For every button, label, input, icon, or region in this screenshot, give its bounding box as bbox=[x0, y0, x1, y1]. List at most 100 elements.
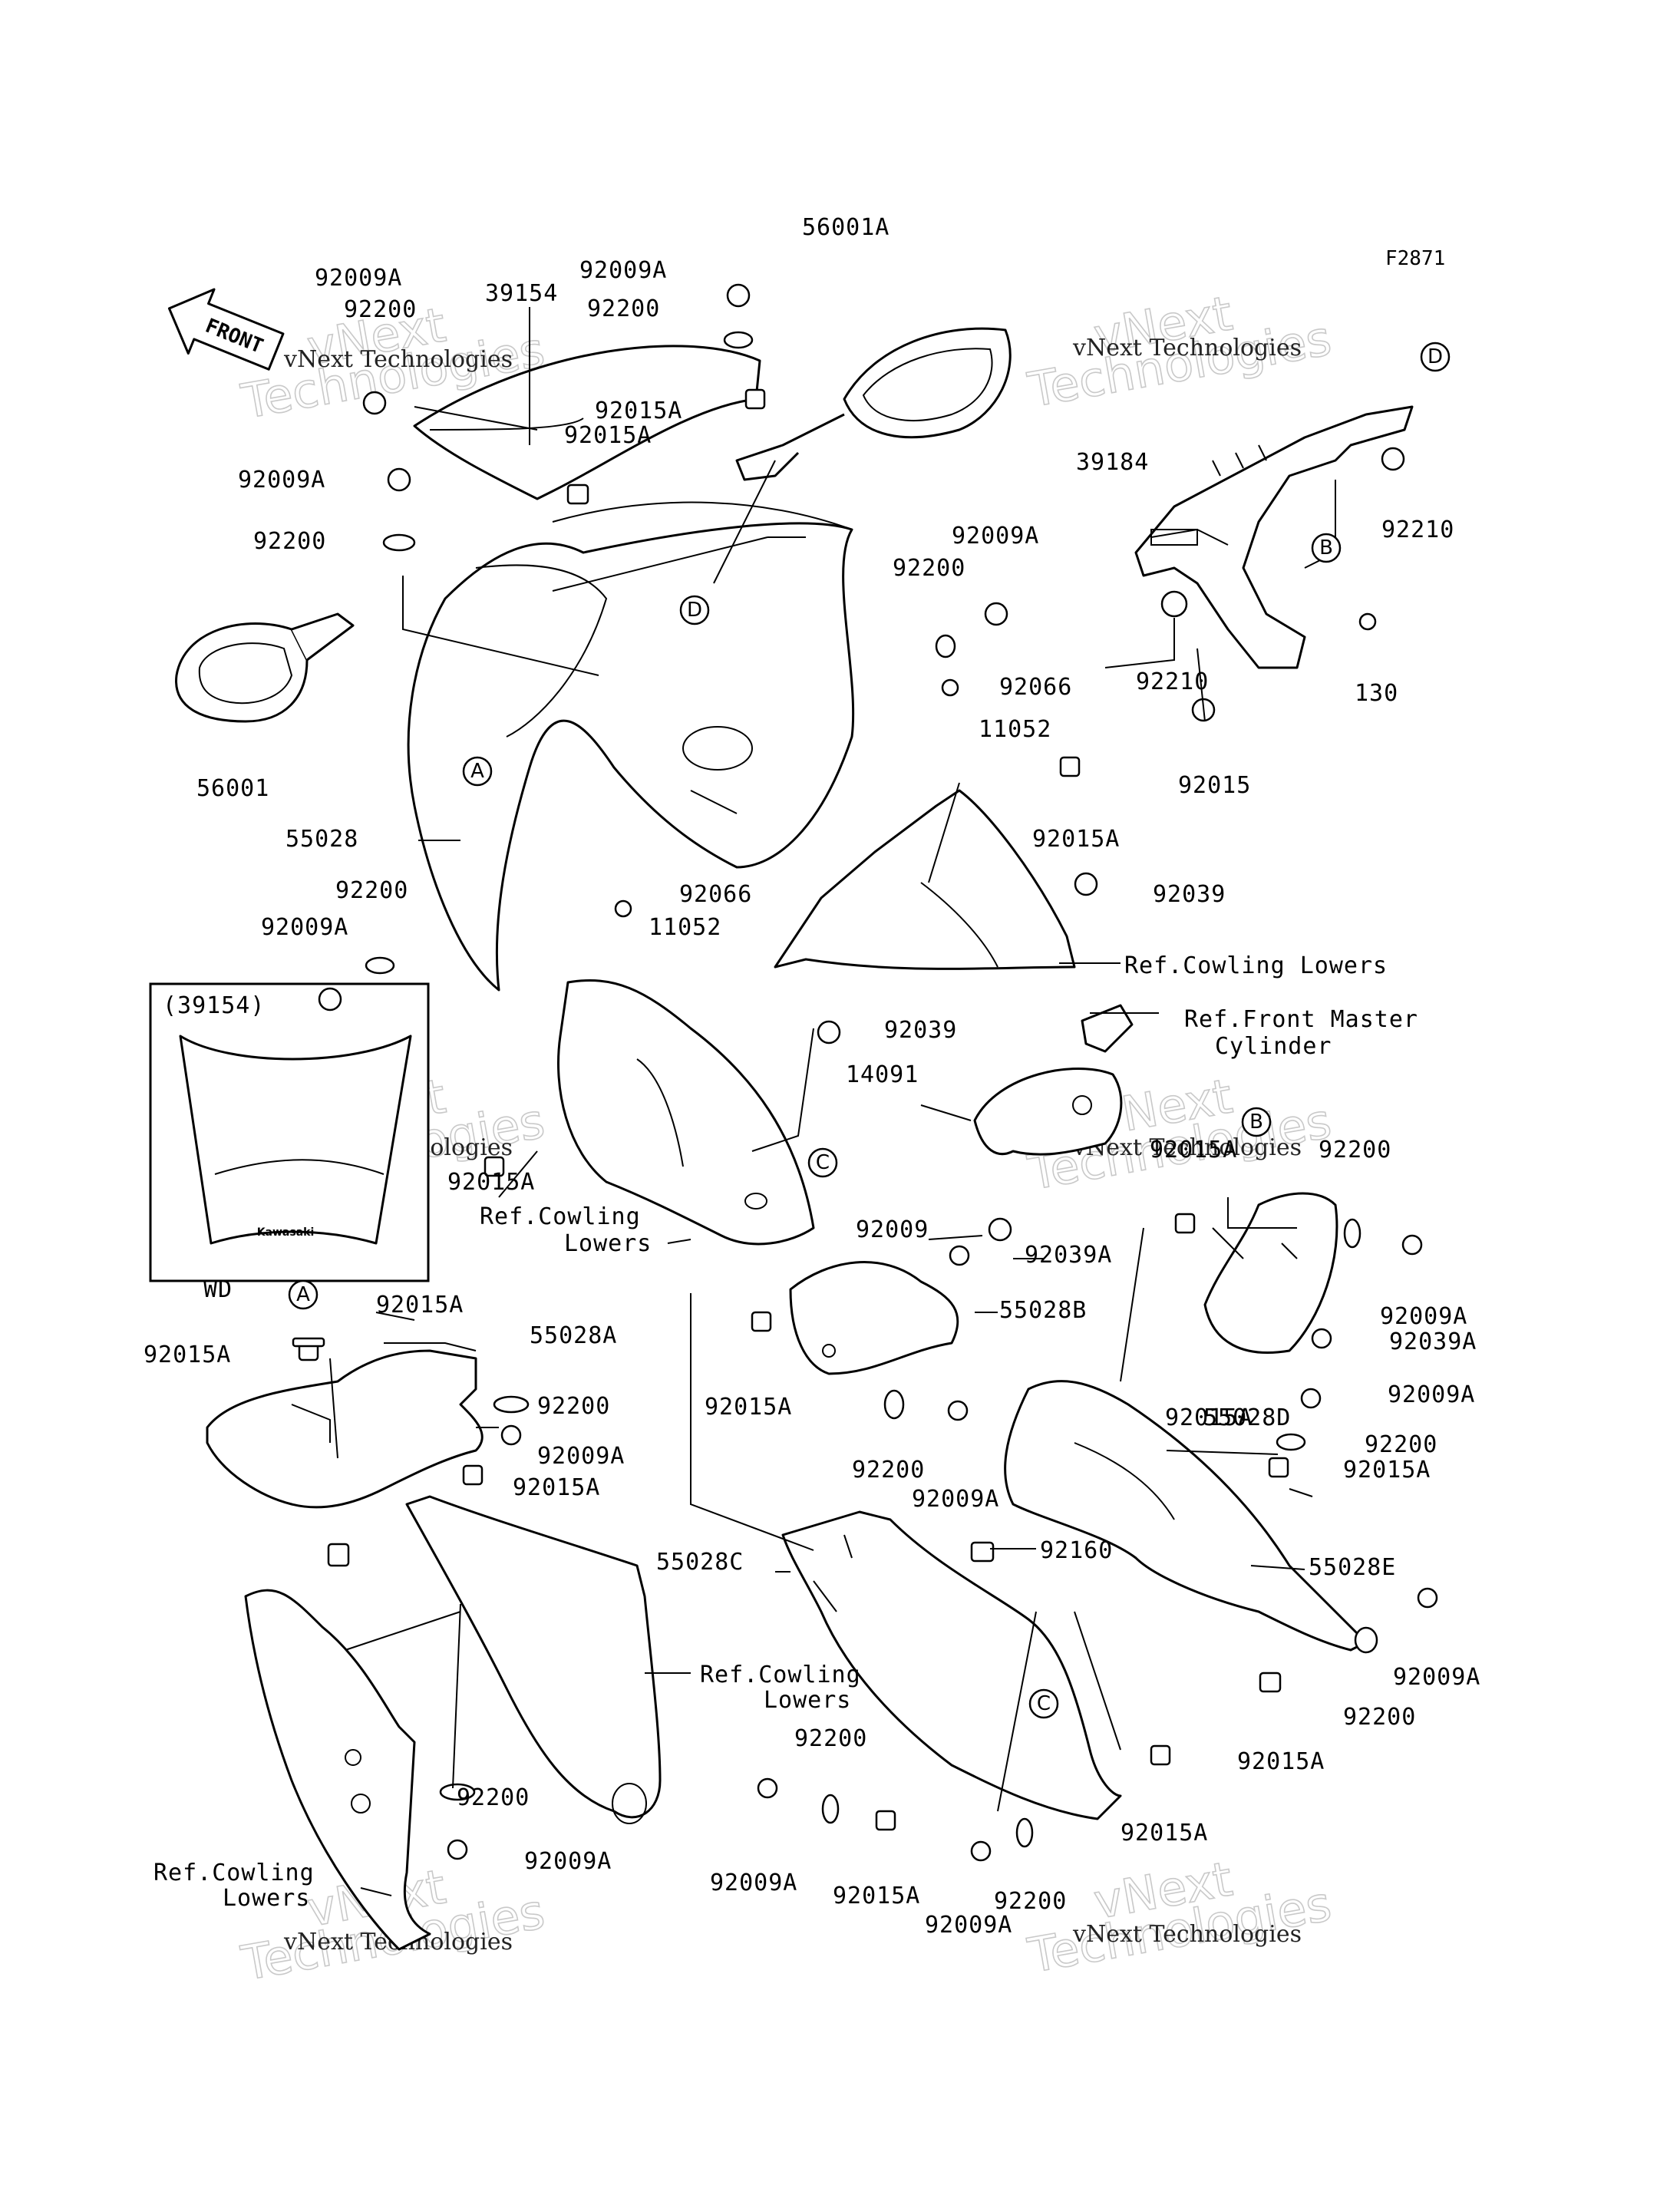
part-label: 92039A bbox=[1025, 1242, 1112, 1269]
part-label: 39184 bbox=[1076, 449, 1149, 476]
part-label: 92066 bbox=[999, 674, 1072, 701]
part-label: 92015A bbox=[1121, 1820, 1208, 1847]
callout-d-mid: D bbox=[679, 595, 710, 625]
svg-text:vNext Technologies: vNext Technologies bbox=[1072, 335, 1302, 361]
part-label: 92015A bbox=[144, 1342, 231, 1368]
svg-text:D: D bbox=[687, 599, 702, 622]
part-label: 92009A bbox=[1388, 1381, 1475, 1408]
part-label: 56001A bbox=[802, 214, 890, 241]
part-label: 92210 bbox=[1381, 516, 1454, 543]
svg-text:C: C bbox=[816, 1151, 830, 1174]
part-label: 92160 bbox=[1040, 1537, 1113, 1564]
part-label: Lowers bbox=[764, 1687, 851, 1714]
part-label: Ref.Front Master bbox=[1184, 1006, 1418, 1033]
side-cover-55028D bbox=[1203, 1192, 1338, 1354]
mirror-56001 bbox=[175, 612, 355, 723]
part-label: 92200 bbox=[852, 1457, 925, 1483]
part-label: 92009A bbox=[952, 523, 1039, 550]
callout-c-top: C bbox=[807, 1147, 838, 1178]
part-label: 92009A bbox=[912, 1486, 999, 1513]
figure-code: F2871 bbox=[1385, 247, 1445, 270]
part-label: 14091 bbox=[846, 1061, 919, 1088]
part-label: 92009A bbox=[537, 1443, 625, 1470]
callout-a-bottom: A bbox=[288, 1279, 319, 1310]
callout-d-top: D bbox=[1420, 342, 1451, 372]
part-label: 92015A bbox=[513, 1474, 600, 1501]
part-label: 92009A bbox=[579, 257, 667, 284]
part-label: 92009A bbox=[238, 467, 325, 493]
lower-cowl-55028C bbox=[781, 1510, 1122, 1820]
part-label: 92015A bbox=[564, 422, 652, 449]
part-label: 92200 bbox=[1343, 1704, 1416, 1731]
svg-text:vNext Technologies: vNext Technologies bbox=[1072, 1921, 1302, 1948]
part-label: 92015A bbox=[376, 1292, 464, 1318]
part-label: 92015A bbox=[1032, 826, 1120, 853]
part-label: 92015A bbox=[1237, 1748, 1325, 1775]
part-label: 92039 bbox=[1153, 881, 1226, 908]
part-label: 92200 bbox=[1319, 1137, 1391, 1163]
inner-panel-center bbox=[557, 979, 815, 1246]
part-label: 92200 bbox=[893, 555, 965, 582]
callout-b-bottom: B bbox=[1241, 1107, 1272, 1137]
part-label: 55028B bbox=[999, 1297, 1087, 1324]
part-label: 39154 bbox=[485, 280, 558, 307]
part-label: 92015A bbox=[1165, 1404, 1253, 1431]
part-label: 92039A bbox=[1389, 1328, 1477, 1355]
leader-lines bbox=[329, 307, 1336, 1896]
bracket-14091 bbox=[973, 1004, 1134, 1156]
svg-text:A: A bbox=[296, 1283, 310, 1306]
inner-panel-lower-right bbox=[405, 1495, 662, 1824]
part-label: Ref.Cowling bbox=[153, 1860, 315, 1886]
part-labels: 92009A 92200 39154 92009A 92200 56001A 9… bbox=[144, 214, 1480, 1939]
svg-text:A: A bbox=[470, 760, 484, 783]
svg-text:D: D bbox=[1428, 345, 1443, 368]
variant-label-wd: WD bbox=[203, 1276, 233, 1303]
part-label: 92009 bbox=[856, 1216, 929, 1243]
part-label: 92200 bbox=[335, 877, 408, 904]
part-label: 92200 bbox=[537, 1393, 610, 1420]
part-label: 92009A bbox=[925, 1912, 1012, 1939]
inset-windshield-variant: (39154) Kawasaki bbox=[149, 982, 430, 1282]
part-label: 92200 bbox=[253, 528, 326, 555]
svg-text:vNext Technologies: vNext Technologies bbox=[283, 346, 513, 373]
watermark-top-right: vNext Technologies vNext Technologies bbox=[1023, 285, 1335, 419]
part-label: 92015A bbox=[595, 398, 682, 424]
callout-c-bottom: C bbox=[1028, 1688, 1059, 1719]
part-label: 55028E bbox=[1309, 1554, 1396, 1581]
part-label: 92009A bbox=[315, 265, 402, 292]
side-cover-55028B bbox=[789, 1261, 959, 1375]
under-cowl-55028A bbox=[206, 1342, 484, 1509]
svg-text:(39154): (39154) bbox=[163, 992, 265, 1019]
part-label: 92200 bbox=[587, 295, 660, 322]
part-label: 92015 bbox=[1178, 772, 1251, 799]
part-label: 55028 bbox=[286, 826, 358, 853]
part-label: 92015A bbox=[1343, 1457, 1431, 1483]
part-label: 92009A bbox=[261, 914, 348, 941]
part-label: 56001 bbox=[196, 775, 269, 802]
fastener-icons bbox=[292, 283, 1438, 1862]
mirror-56001A bbox=[735, 327, 1012, 481]
front-direction-arrow: FRONT bbox=[167, 288, 285, 371]
lower-cowl-55028E bbox=[1004, 1380, 1368, 1652]
svg-text:Kawasaki: Kawasaki bbox=[257, 1226, 315, 1239]
svg-text:B: B bbox=[1319, 536, 1333, 559]
part-label: 11052 bbox=[979, 716, 1051, 743]
part-label: 92015A bbox=[1150, 1137, 1237, 1163]
watermark-bottom-right: vNext Technologies vNext Technologies bbox=[1023, 1850, 1335, 1985]
part-label: Lowers bbox=[564, 1230, 652, 1257]
part-label: Cylinder bbox=[1215, 1033, 1332, 1060]
part-label: 92066 bbox=[679, 881, 752, 908]
part-label: 92015A bbox=[833, 1883, 920, 1909]
part-label: 92009A bbox=[1393, 1664, 1480, 1691]
part-label: 92015A bbox=[447, 1169, 535, 1196]
part-label: 11052 bbox=[649, 914, 721, 941]
part-label: 92210 bbox=[1136, 668, 1209, 695]
part-label: Ref.Cowling Lowers bbox=[1124, 952, 1388, 979]
part-label: 92009A bbox=[524, 1848, 612, 1875]
part-label: 92200 bbox=[344, 296, 417, 323]
part-label: 92039 bbox=[884, 1017, 957, 1044]
part-label: Ref.Cowling bbox=[480, 1203, 641, 1230]
part-label: 92200 bbox=[994, 1888, 1067, 1915]
svg-text:C: C bbox=[1037, 1692, 1051, 1715]
